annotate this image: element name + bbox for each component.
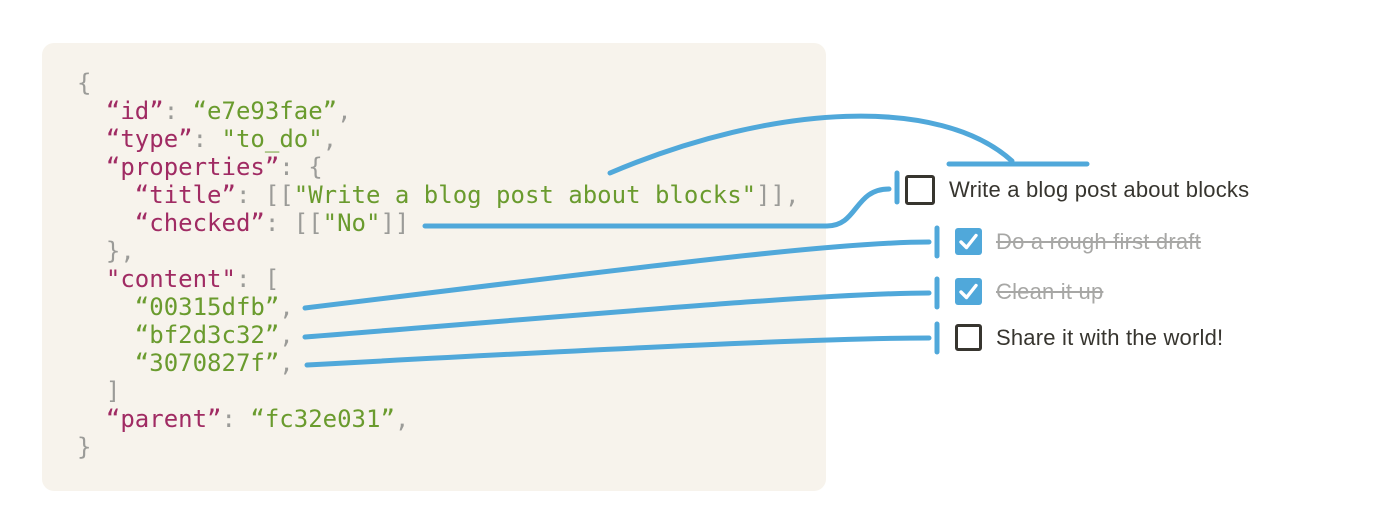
todo-item: Do a rough first draft	[955, 228, 1201, 255]
code-line: “bf2d3c32”,	[134, 321, 294, 349]
code-line: },	[77, 237, 135, 265]
code-line: "content": [	[105, 265, 280, 293]
code-line: “00315dfb”,	[134, 293, 294, 321]
todo-checkbox-unchecked[interactable]	[955, 324, 982, 351]
checkmark-icon	[959, 283, 978, 300]
code-line: “type”: "to_do",	[105, 125, 338, 153]
json-code-text: { “id”: “e7e93fae”, “type”: "to_do", “pr…	[77, 69, 799, 461]
code-line: “checked”: [["No"]]	[134, 209, 410, 237]
code-line: {	[77, 69, 92, 97]
json-code-block: { “id”: “e7e93fae”, “type”: "to_do", “pr…	[42, 43, 826, 491]
code-line: “3070827f”,	[134, 349, 294, 377]
code-line: “properties”: {	[105, 153, 323, 181]
todo-checkbox-unchecked[interactable]	[905, 175, 935, 205]
code-line: “id”: “e7e93fae”,	[105, 97, 352, 125]
code-line: “parent”: “fc32e031”,	[105, 405, 410, 433]
todo-item-label: Share it with the world!	[996, 324, 1224, 350]
todo-item-label: Do a rough first draft	[996, 228, 1201, 254]
code-line: “title”: [["Write a blog post about bloc…	[134, 181, 800, 209]
todo-checkbox-checked[interactable]	[955, 278, 982, 305]
code-line: ]	[77, 377, 121, 405]
todo-item: Write a blog post about blocks	[905, 175, 1249, 205]
todo-checkbox-checked[interactable]	[955, 228, 982, 255]
todo-item-label: Write a blog post about blocks	[949, 177, 1250, 202]
todo-item: Clean it up	[955, 278, 1103, 305]
checkmark-icon	[959, 233, 978, 250]
todo-item-label: Clean it up	[996, 278, 1104, 304]
code-line: }	[77, 433, 92, 461]
todo-item: Share it with the world!	[955, 324, 1223, 351]
